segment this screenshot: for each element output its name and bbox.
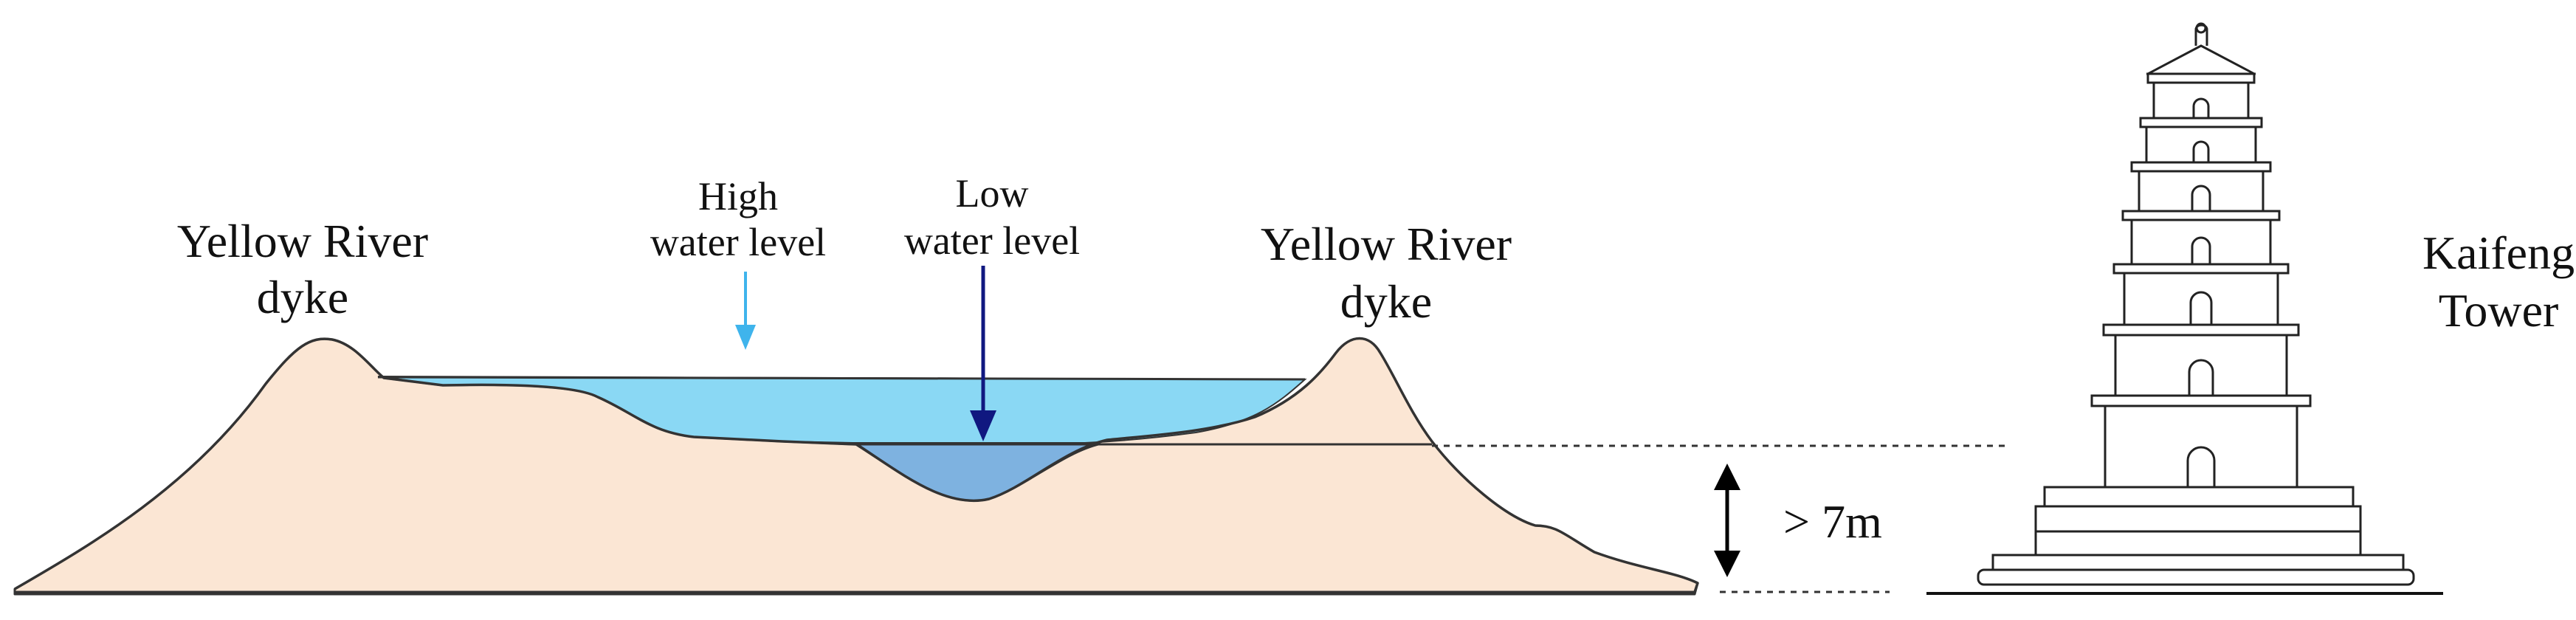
tower-label-line2: Tower: [2439, 284, 2559, 337]
high-water-label-line2: water level: [650, 220, 826, 264]
left-dyke-label-line2: dyke: [257, 271, 348, 323]
high-water-arrow: [735, 272, 756, 350]
low-water-label-line2: water level: [904, 218, 1080, 263]
high-water-label-line1: High: [698, 174, 778, 218]
height-difference-arrow: [1714, 464, 1740, 577]
low-water-arrow: [970, 266, 996, 441]
tower-label-line1: Kaifeng: [2422, 227, 2575, 279]
ground-outline: [14, 337, 1699, 593]
kaifeng-tower-drawing: [1977, 22, 2415, 586]
height-difference-label: > 7m: [1783, 495, 1882, 548]
riverbed-ground-profile: [13, 337, 1699, 596]
high-water-surface: [377, 376, 1306, 381]
right-dyke-label-line2: dyke: [1340, 275, 1432, 328]
left-dyke-label-line1: Yellow River: [177, 215, 428, 267]
right-dyke-label-line1: Yellow River: [1261, 218, 1512, 270]
low-water-label-line1: Low: [956, 171, 1029, 216]
